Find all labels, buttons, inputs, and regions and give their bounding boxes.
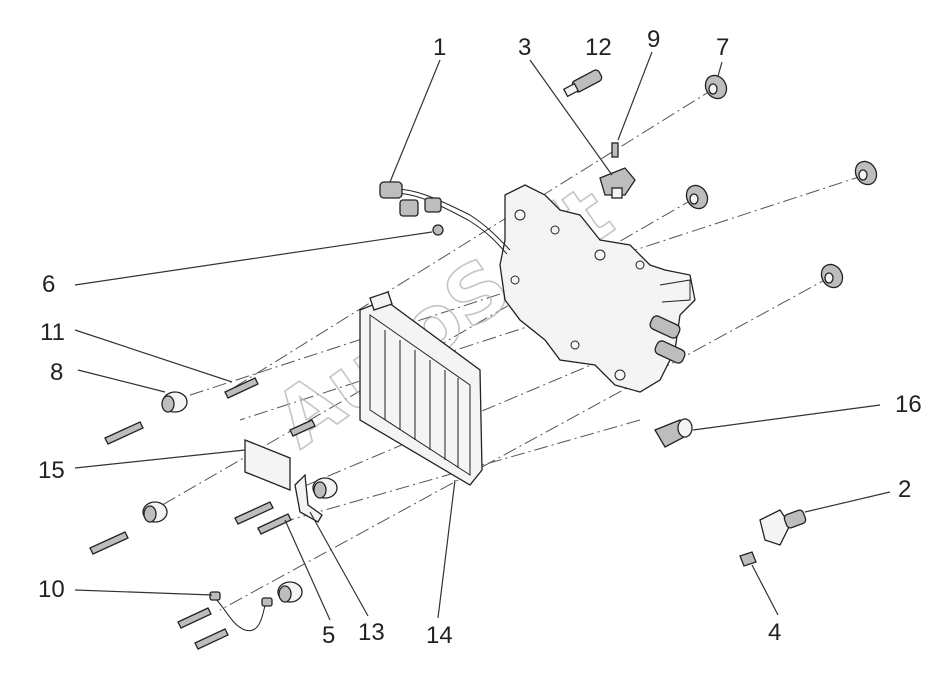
bolts <box>89 377 316 650</box>
gasket-plate <box>244 439 291 491</box>
position-sensor <box>759 509 807 546</box>
callout-2: 2 <box>898 476 911 503</box>
callout-14: 14 <box>426 622 453 649</box>
wiring-harness <box>379 181 511 255</box>
callout-16: 16 <box>895 391 922 418</box>
callout-10: 10 <box>38 576 65 603</box>
callout-11: 11 <box>40 319 65 346</box>
spacers <box>142 391 338 603</box>
callout-1: 1 <box>433 34 446 61</box>
callout-13: 13 <box>358 619 385 646</box>
callout-7: 7 <box>716 34 729 61</box>
callout-labels: 1 3 12 9 7 6 11 8 15 16 2 10 5 13 14 4 <box>38 26 922 649</box>
callout-9: 9 <box>647 26 660 53</box>
speed-sensor <box>654 418 693 448</box>
sensor-bolt <box>739 551 757 567</box>
leader-lines <box>74 51 891 621</box>
callout-5: 5 <box>322 622 335 649</box>
assembly-centerlines <box>149 87 866 611</box>
callout-4: 4 <box>768 619 781 646</box>
callout-6: 6 <box>42 271 55 298</box>
oil-pan-filter-box <box>359 291 483 486</box>
plugs-7 <box>685 74 878 289</box>
dowel-pin <box>611 142 619 158</box>
callout-8: 8 <box>50 359 63 386</box>
pressure-sensor <box>599 167 636 199</box>
callout-12: 12 <box>585 34 612 61</box>
bracket <box>294 473 323 523</box>
ground-wire <box>209 591 273 632</box>
valve-body-housing <box>499 184 696 393</box>
callout-3: 3 <box>518 34 531 61</box>
callout-15: 15 <box>38 457 65 484</box>
temperature-sender <box>562 69 603 98</box>
